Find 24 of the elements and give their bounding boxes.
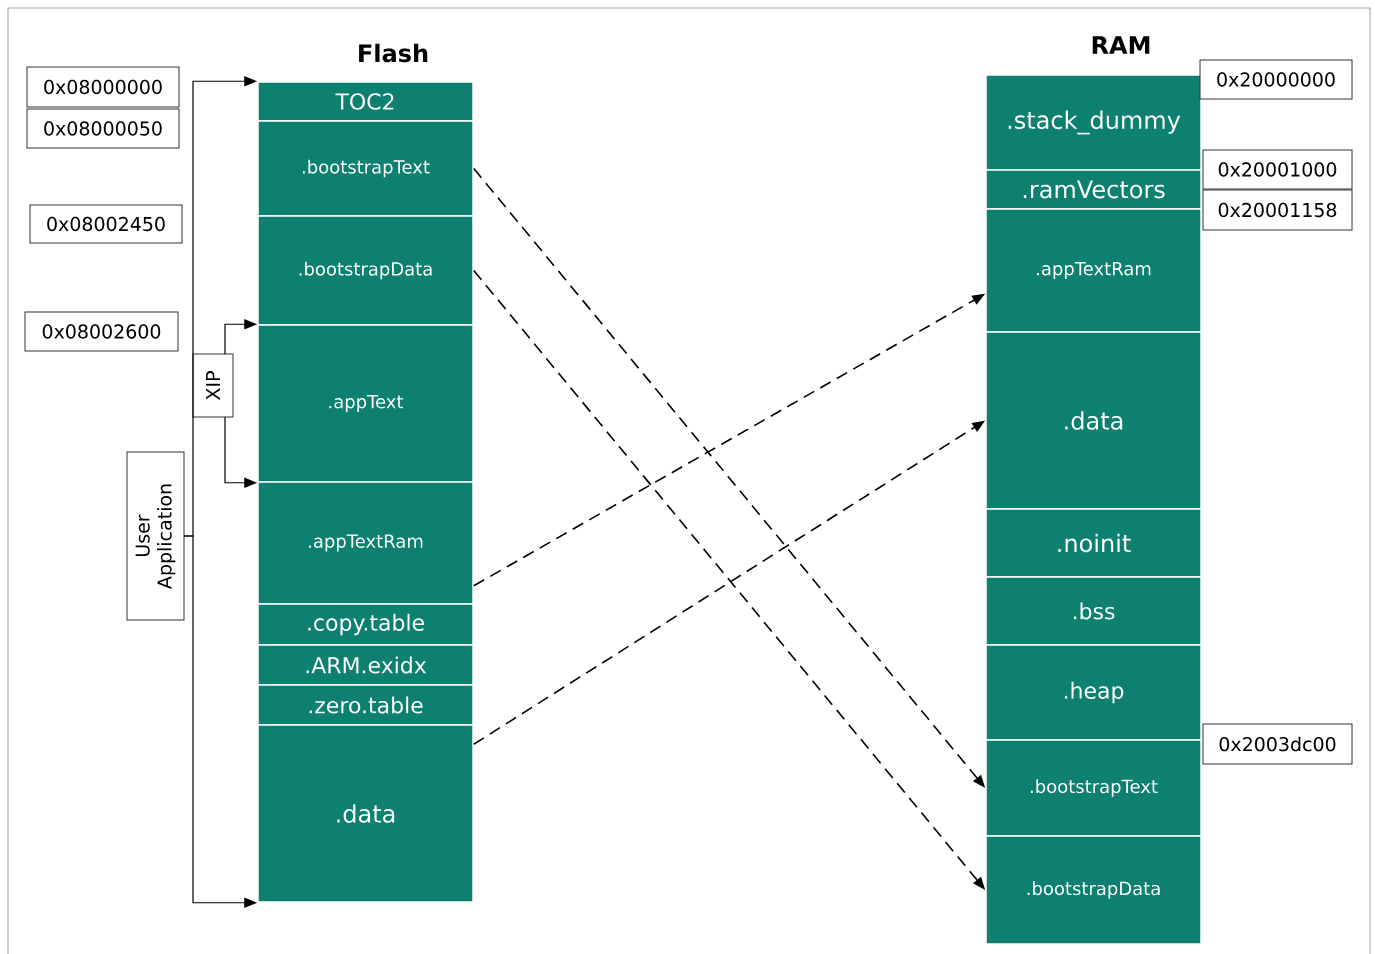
memory-section: .ARM.exidx bbox=[257, 644, 474, 686]
address-box: 0x20000000 bbox=[1199, 59, 1353, 100]
address-box: 0x08002450 bbox=[29, 204, 183, 244]
memory-section: .bootstrapText bbox=[985, 739, 1202, 837]
memory-section: .noinit bbox=[985, 508, 1202, 578]
memory-section: .copy.table bbox=[257, 603, 474, 646]
memory-section: .zero.table bbox=[257, 684, 474, 726]
memory-section: .bootstrapData bbox=[257, 215, 474, 326]
region-box: User Application bbox=[126, 451, 185, 621]
memory-section: .bss bbox=[985, 576, 1202, 646]
memory-section: .heap bbox=[985, 644, 1202, 741]
column-heading: Flash bbox=[359, 43, 428, 63]
memory-section: .appText bbox=[257, 324, 474, 483]
memory-section: .ramVectors bbox=[985, 169, 1202, 210]
column-heading: RAM bbox=[1092, 36, 1150, 54]
address-box: 0x08002600 bbox=[24, 311, 179, 352]
memory-section: TOC2 bbox=[257, 81, 474, 122]
address-box: 0x2003dc00 bbox=[1202, 723, 1353, 765]
region-box: XIP bbox=[192, 353, 234, 418]
memory-section: .bootstrapData bbox=[985, 835, 1202, 945]
address-box: 0x20001158 bbox=[1202, 189, 1353, 231]
address-box: 0x20001000 bbox=[1202, 149, 1353, 190]
address-box: 0x08000050 bbox=[26, 108, 180, 149]
address-box: 0x08000000 bbox=[26, 66, 180, 108]
